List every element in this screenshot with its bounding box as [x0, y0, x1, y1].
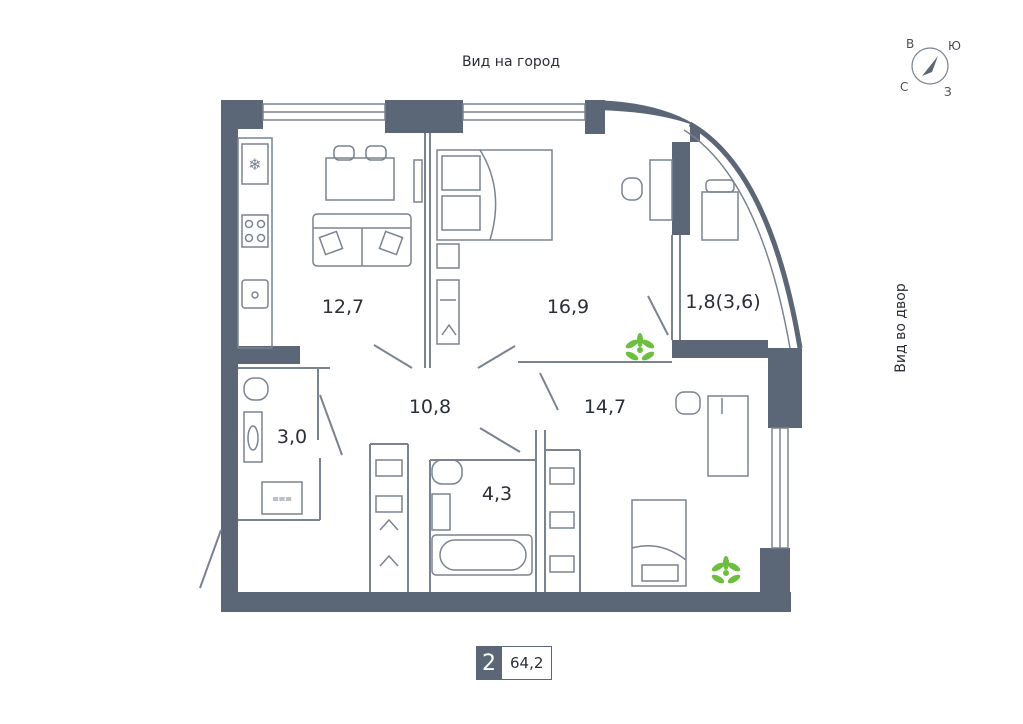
doors: [199, 295, 669, 589]
bedroom-furniture: [436, 149, 739, 345]
svg-text:᐀᐀᐀: ᐀᐀᐀: [272, 492, 291, 505]
compass-north: В: [906, 37, 914, 51]
view-yard-label: Вид во двор: [893, 283, 909, 373]
compass-east: Ю: [948, 39, 961, 53]
room-area-toilet: 3,0: [277, 426, 307, 448]
compass-arrow-icon: [922, 56, 938, 76]
walls: [221, 100, 802, 612]
plant-icon: [625, 333, 655, 361]
svg-text:❄: ❄: [248, 155, 261, 174]
room-area-study: 14,7: [584, 396, 626, 418]
compass: В Ю С З: [900, 37, 961, 99]
rooms-count: 2: [476, 646, 502, 680]
view-city-label: Вид на город: [462, 54, 560, 70]
room-area-bedroom: 16,9: [547, 296, 589, 318]
bath-fixtures: ᐀᐀᐀: [243, 377, 575, 576]
apartment-summary-badge: 2 64,2: [476, 646, 553, 680]
total-area: 64,2: [502, 646, 553, 680]
plant-icon: [711, 556, 741, 584]
partitions: [238, 133, 681, 592]
room-area-kitchen-living: 12,7: [322, 296, 364, 318]
room-area-bathroom: 4,3: [482, 483, 512, 505]
compass-west: С: [900, 80, 908, 94]
study-furniture: [631, 391, 749, 587]
compass-south: З: [944, 85, 952, 99]
room-area-hall: 10,8: [409, 396, 451, 418]
kitchen-furniture: ❄: [237, 137, 423, 349]
room-area-loggia: 1,8(3,6): [685, 291, 760, 313]
windows: [262, 103, 803, 549]
